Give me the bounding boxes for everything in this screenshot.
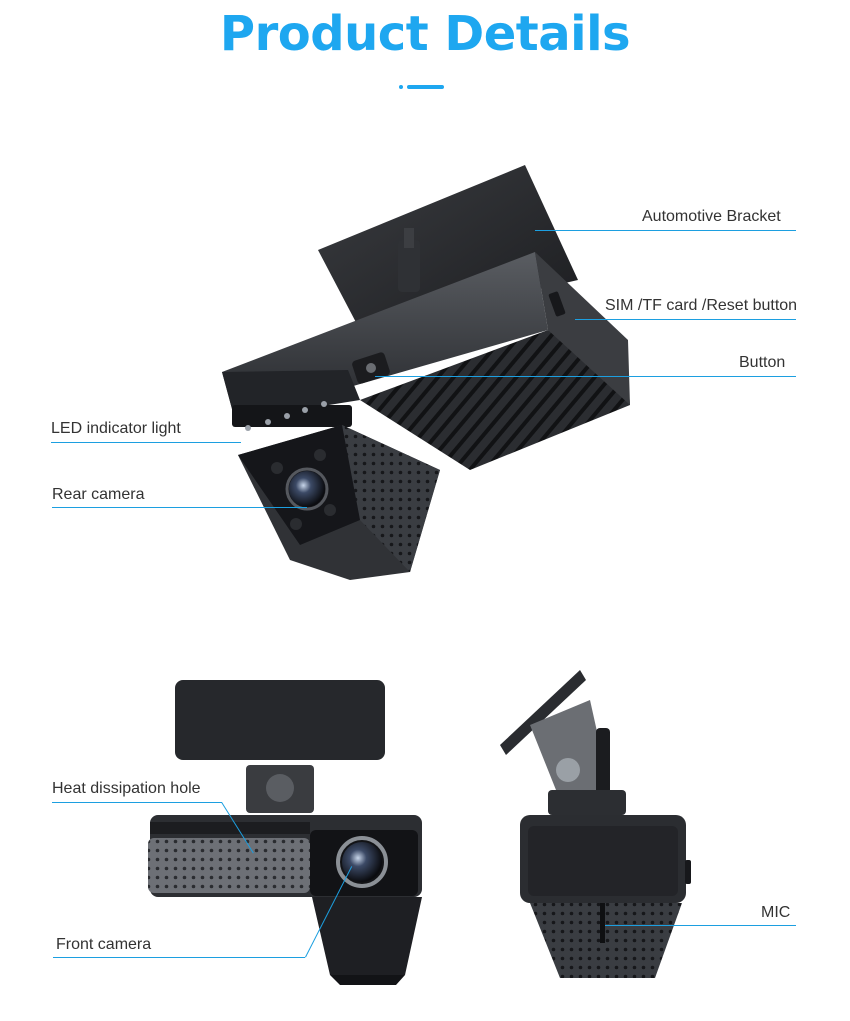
callout-line-automotive-bracket xyxy=(535,230,796,231)
callout-line-rear-camera xyxy=(52,507,307,508)
front-view-bracket-plate xyxy=(175,680,385,760)
title-underline-decoration xyxy=(399,84,449,90)
rear-camera-lens xyxy=(289,471,325,507)
label-sim-tf-reset: SIM /TF card /Reset button xyxy=(605,297,798,314)
page-title: Product Details xyxy=(219,6,631,62)
front-camera-lens xyxy=(342,842,382,882)
callout-line-led-indicator xyxy=(51,442,241,443)
label-mic: MIC xyxy=(761,904,791,921)
label-front-camera: Front camera xyxy=(56,936,152,953)
callout-line-heat-dissipation xyxy=(52,802,222,803)
callout-line-mic xyxy=(605,925,796,926)
rear-view-device xyxy=(500,670,691,978)
underline-bar xyxy=(407,85,444,89)
front-view-device xyxy=(148,680,422,985)
label-button: Button xyxy=(739,354,786,371)
top-device xyxy=(222,165,630,580)
bracket-mount xyxy=(398,240,420,292)
callout-line-front-camera xyxy=(53,957,305,958)
rear-view-bracket xyxy=(500,670,586,755)
mic-slot xyxy=(600,903,605,943)
underline-dot xyxy=(399,85,403,89)
callout-line-button xyxy=(375,376,796,377)
label-led-indicator: LED indicator light xyxy=(51,420,181,437)
label-automotive-bracket: Automotive Bracket xyxy=(642,208,781,225)
heat-dissipation-grille xyxy=(148,838,310,893)
top-body-vent-side xyxy=(360,330,630,470)
label-rear-camera: Rear camera xyxy=(52,486,145,503)
callout-line-sim-tf-reset xyxy=(575,319,796,320)
label-heat-dissipation: Heat dissipation hole xyxy=(52,780,201,797)
